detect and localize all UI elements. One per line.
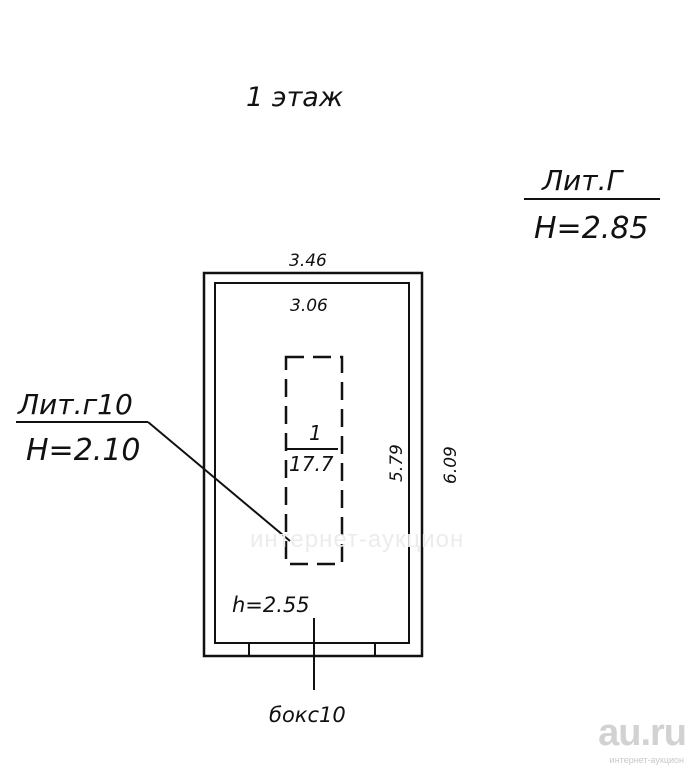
lit-main-height: H=2.85 [534, 211, 649, 246]
outer-length-label: 6.09 [441, 446, 461, 484]
room-number: 1 [309, 421, 322, 445]
box-label: бокс10 [269, 703, 346, 727]
lit-room-outline [284, 355, 344, 566]
watermark-logo-subtitle: интернет-аукцион [609, 755, 684, 765]
outer-width-label: 3.46 [289, 251, 327, 271]
floor-title: 1 этаж [246, 82, 344, 113]
watermark-logo: au.ru [598, 712, 687, 754]
lit-room-leader [147, 421, 291, 542]
ceiling-height-label: h=2.55 [232, 593, 310, 617]
inner-length-label: 5.79 [387, 444, 407, 482]
inner-width-label: 3.06 [290, 296, 328, 316]
lit-room-label: Лит.г10 [17, 388, 133, 421]
watermark-center-text: интернет-аукцион [250, 526, 465, 553]
lit-room-height: H=2.10 [26, 433, 141, 468]
room-area: 17.7 [289, 452, 334, 476]
inner-wall [214, 282, 410, 644]
lit-main-label: Лит.Г [541, 164, 624, 197]
